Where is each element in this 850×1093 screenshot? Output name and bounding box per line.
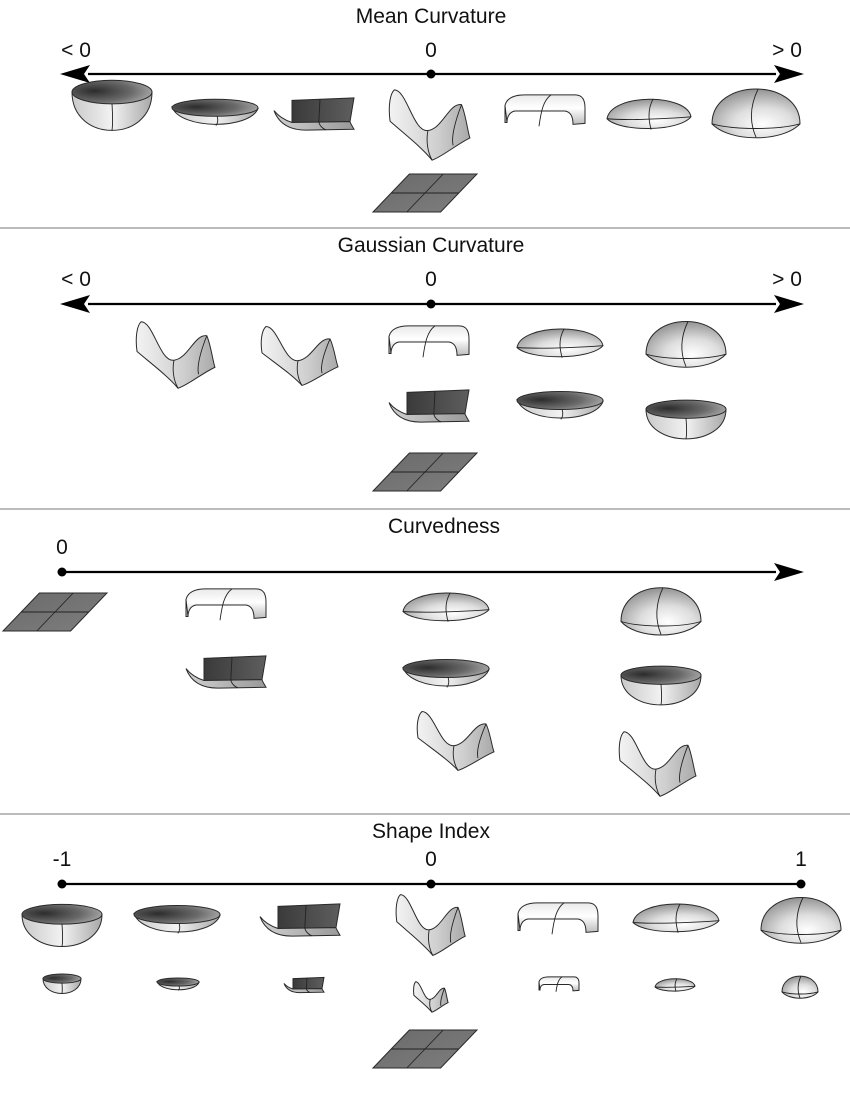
shape-dome-shallow [403,593,489,622]
shape-cup-shallow [172,99,258,125]
shape-saddle [261,327,338,386]
axis-label-zero: 0 [425,39,437,62]
axis-label-max: 1 [795,848,807,871]
shape-saddle [136,322,215,389]
section-shape-index: Shape Index -1 0 1 [22,820,841,1068]
shape-saddle [619,732,696,797]
section-mean-curvature: Mean Curvature < 0 0 > 0 [60,5,804,212]
shape-cup-deep [621,666,701,705]
shape-saddle [396,895,465,956]
shape-cup-shallow [403,660,489,688]
shape-dome-shallow [607,99,691,130]
section-title: Curvedness [388,515,500,538]
shape-ridge [186,589,266,620]
axis-label-negative: < 0 [61,39,91,62]
shape-dome-deep [646,321,726,367]
shape-plane [3,593,107,631]
shape-saddle-small [414,982,449,1012]
shape-dome-shallow-small [655,979,695,992]
shape-dome-shallow [517,329,603,358]
section-gaussian-curvature: Gaussian Curvature < 0 0 > 0 [60,234,804,491]
shape-dome-deep [761,897,841,943]
shape-cup-deep [22,904,102,946]
axis-line [60,295,804,313]
section-title: Shape Index [372,820,490,843]
axis-line [57,879,806,889]
axis-label-min: -1 [53,848,72,871]
shape-cup-deep-small [43,974,81,993]
shape-dome-shallow [633,904,719,933]
shape-dome-deep [621,588,701,635]
shape-saddle [417,712,494,771]
shape-plane [373,1030,477,1068]
section-title: Mean Curvature [356,5,507,28]
section-title: Gaussian Curvature [338,234,525,257]
shape-ridge-small [539,977,579,992]
shape-plane [373,453,477,491]
shape-cup-shallow-small [157,978,199,990]
axis-label-positive: > 0 [772,268,802,291]
axis-line [57,563,804,581]
axis-label-zero: 0 [425,848,437,871]
axis-label-positive: > 0 [772,39,802,62]
axis-line [60,65,804,83]
shape-ridge [389,326,469,357]
section-curvedness: Curvedness 0 [3,515,804,796]
axis-label-zero: 0 [56,536,68,559]
shape-cup-deep [72,80,152,130]
shape-dome-deep [712,89,800,138]
shape-cup-shallow [134,906,220,934]
shape-valley-small [284,977,324,992]
shape-ridge [518,903,598,934]
shape-valley [389,390,469,422]
shape-valley [260,904,340,936]
shape-saddle [389,90,470,160]
shape-cup-deep [646,400,726,439]
shape-cup-shallow [517,392,603,420]
axis-label-zero: 0 [425,268,437,291]
shape-plane [373,174,477,212]
axis-label-negative: < 0 [61,268,91,291]
shape-dome-deep-small [782,976,818,998]
shape-ridge [505,95,585,126]
shape-valley [186,656,266,688]
shape-valley [274,98,354,130]
